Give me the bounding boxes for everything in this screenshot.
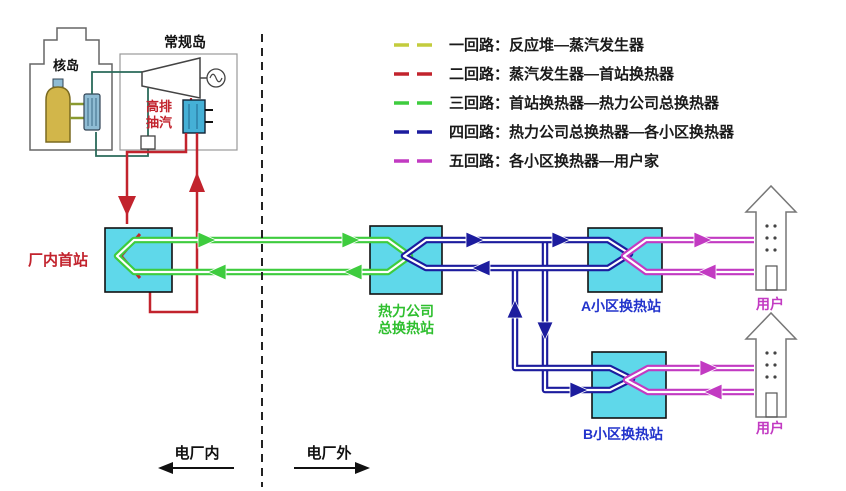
- loop2-pipes: [118, 133, 205, 314]
- flow-arrow-left: [207, 263, 227, 281]
- coil-district-a: [588, 236, 662, 276]
- flow-arrow-up: [189, 172, 205, 192]
- user-house-b: [744, 311, 798, 418]
- reactor-vessel: [45, 86, 71, 143]
- legend-label: 一回路：反应堆—蒸汽发生器: [449, 37, 645, 54]
- user-a-label: 用户: [756, 296, 784, 312]
- pump-valve-symbol: [140, 135, 156, 150]
- conventional-island-group: [91, 53, 238, 157]
- window-dot: [765, 236, 769, 240]
- flow-arrow-left: [703, 383, 723, 401]
- thermal-company-station-label: 热力公司 总换热站: [378, 303, 434, 336]
- window-dot: [773, 248, 777, 252]
- turbine: [141, 57, 201, 99]
- flow-arrow-right: [569, 381, 589, 399]
- flow-arrow-right: [693, 231, 713, 249]
- legend-label: 四回路：热力公司总换热器—各小区换热器: [449, 124, 735, 141]
- user-b-label: 用户: [756, 420, 784, 436]
- legend-label: 二回路：蒸汽发生器—首站换热器: [449, 66, 675, 83]
- plant-first-station-label: 厂内首站: [27, 252, 88, 269]
- legend-line-swatch: [394, 129, 440, 134]
- nuclear-island-group: [29, 27, 113, 151]
- zone-arrows: [158, 462, 370, 474]
- arrow-right-icon: [355, 462, 370, 474]
- loop3-pipes: [172, 231, 370, 281]
- arrow-left-icon: [158, 462, 173, 474]
- flow-arrow-left: [343, 263, 363, 281]
- flow-arrow-down: [118, 196, 136, 216]
- extraction-heat-exchanger: [182, 99, 206, 134]
- window-dot: [773, 236, 777, 240]
- window-dot: [765, 375, 769, 379]
- door: [765, 392, 778, 418]
- flow-arrow-right: [699, 359, 719, 377]
- user-house-a: [744, 184, 798, 291]
- flow-arrow-right: [341, 231, 361, 249]
- conventional-island-label: 常规岛: [164, 34, 206, 50]
- coil-thermal-company: [370, 236, 442, 276]
- flow-arrow-right: [197, 231, 217, 249]
- window-dot: [765, 224, 769, 228]
- loop5-pipes: [662, 231, 754, 401]
- inside-plant-label: 电厂内: [174, 445, 220, 462]
- main-steam-line: [91, 71, 142, 94]
- legend-item-loop2: 二回路：蒸汽发生器—首站换热器: [394, 59, 734, 88]
- high-exhaust-extraction-label: 高排 抽汽: [146, 99, 173, 130]
- containment-outline: [29, 27, 113, 151]
- flow-arrow-right: [551, 231, 571, 249]
- flow-arrow-down: [536, 321, 554, 341]
- conventional-island-outline: [119, 53, 238, 151]
- reactor-head: [52, 78, 64, 88]
- window-dot: [773, 224, 777, 228]
- window-dot: [765, 351, 769, 355]
- legend-line-swatch: [394, 42, 440, 47]
- outside-plant-label: 电厂外: [306, 445, 352, 462]
- legend-line-swatch: [394, 158, 440, 163]
- legend-item-loop1: 一回路：反应堆—蒸汽发生器: [394, 30, 734, 59]
- legend-line-swatch: [394, 100, 440, 105]
- legend-item-loop4: 四回路：热力公司总换热器—各小区换热器: [394, 117, 734, 146]
- legend-item-loop5: 五回路：各小区换热器—用户家: [394, 146, 734, 175]
- generator-sine-icon: [209, 73, 223, 83]
- nuclear-island-label: 核岛: [52, 58, 79, 73]
- coil-district-b: [592, 364, 666, 396]
- loop2-supply-pipe: [125, 133, 188, 224]
- window-dot: [773, 351, 777, 355]
- legend-item-loop3: 三回路：首站换热器—热力公司总换热器: [394, 88, 734, 117]
- window-dot: [765, 248, 769, 252]
- window-dot: [773, 375, 777, 379]
- district-b-station-label: B小区换热站: [582, 426, 664, 442]
- loop4-pipes: [442, 231, 592, 399]
- flow-arrow-up: [506, 299, 524, 319]
- legend-label: 三回路：首站换热器—热力公司总换热器: [449, 95, 720, 112]
- legend-label: 五回路：各小区换热器—用户家: [449, 153, 660, 170]
- window-dot: [765, 363, 769, 367]
- coil-first-station: [113, 233, 172, 279]
- door: [765, 265, 778, 291]
- district-a-station-label: A小区换热站: [580, 298, 662, 314]
- flow-arrow-right: [465, 231, 485, 249]
- legend: 一回路：反应堆—蒸汽发生器 二回路：蒸汽发生器—首站换热器 三回路：首站换热器—…: [394, 30, 734, 175]
- loop2-return-pipe: [148, 133, 199, 314]
- window-dot: [773, 363, 777, 367]
- flow-arrow-left: [697, 263, 717, 281]
- legend-line-swatch: [394, 71, 440, 76]
- flow-arrow-left: [471, 259, 491, 277]
- loop4-branch-return-pipe: [511, 268, 592, 372]
